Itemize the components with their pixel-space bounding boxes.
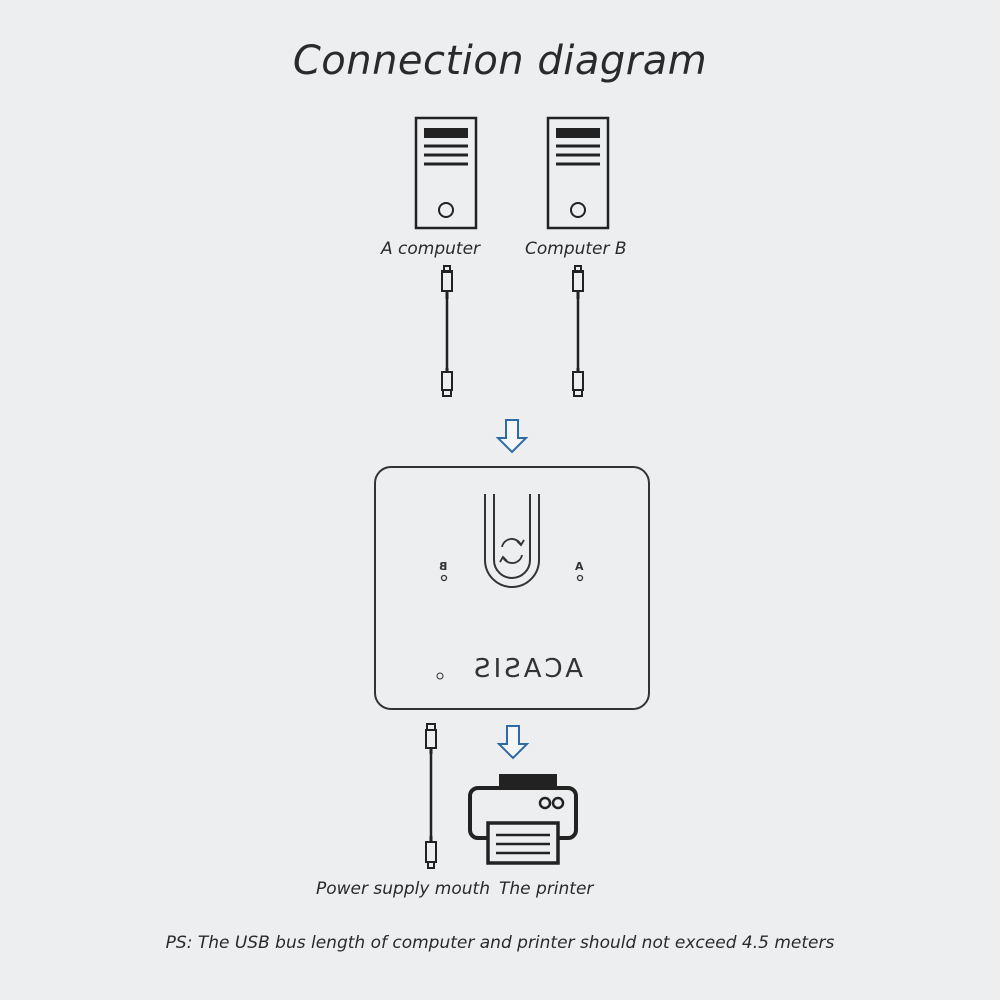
down-arrow-printer-icon (496, 725, 530, 760)
port-b-label: B (439, 560, 448, 573)
usb-cable-b-icon (572, 265, 584, 397)
footnote: PS: The USB bus length of computer and p… (165, 933, 835, 953)
computer-a-icon (414, 116, 478, 230)
port-a-led-icon (576, 574, 584, 582)
port-b-led-icon (440, 574, 448, 582)
power-cable-icon (425, 723, 437, 869)
printer-label: The printer (499, 879, 594, 899)
computer-b-label: Computer B (525, 239, 627, 259)
printer-icon (468, 774, 578, 865)
diagram-title: Connection diagram (292, 38, 708, 84)
port-a-label: A (575, 560, 584, 573)
power-supply-label: Power supply mouth (316, 879, 490, 899)
computer-b-icon (546, 116, 610, 230)
computer-a-label: A computer (381, 239, 481, 259)
switch-toggle-icon (499, 538, 525, 564)
usb-switch-device (374, 466, 650, 710)
switch-brand-logo: ACASIS (471, 654, 583, 684)
registered-mark-icon (436, 672, 444, 680)
down-arrow-icon (495, 419, 529, 454)
usb-cable-a-icon (441, 265, 453, 397)
